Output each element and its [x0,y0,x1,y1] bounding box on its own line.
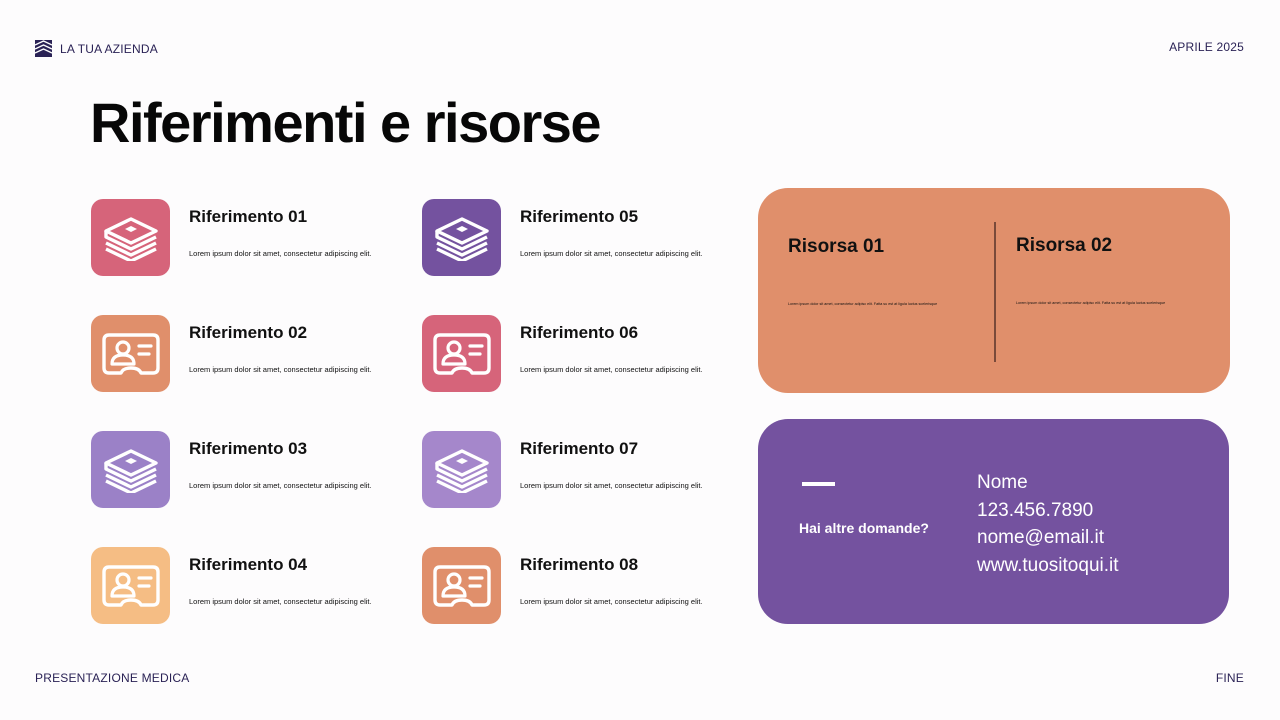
resource-item-01: Risorsa 01 Lorem ipsum dolor sit amet, c… [788,188,988,393]
reference-description: Lorem ipsum dolor sit amet, consectetur … [189,249,372,258]
company-logo-icon [35,40,52,57]
contact-details: Nome 123.456.7890 nome@email.it www.tuos… [977,469,1119,579]
id-card-icon [432,564,491,607]
reference-description: Lorem ipsum dolor sit amet, consectetur … [520,481,703,490]
header-date: APRILE 2025 [1169,40,1244,54]
reference-icon-box [91,199,170,276]
contact-name: Nome [977,472,1028,493]
id-card-icon [101,332,160,375]
reference-item-02: Riferimento 02 Lorem ipsum dolor sit ame… [91,315,421,395]
reference-icon-box [422,547,501,624]
contact-phone: 123.456.7890 [977,499,1094,521]
resources-divider [994,222,996,362]
footer-end-label: FINE [1215,671,1244,685]
page-title: Riferimenti e risorse [90,91,602,154]
id-card-icon [101,564,160,607]
reference-item-07: Riferimento 07 Lorem ipsum dolor sit ame… [422,431,752,511]
stack-of-books-icon [434,216,489,261]
resource-description: Lorem ipsum dolor sit amet, consectetur … [1016,301,1166,305]
reference-description: Lorem ipsum dolor sit amet, consectetur … [520,249,703,258]
reference-description: Lorem ipsum dolor sit amet, consectetur … [189,597,372,606]
reference-icon-box [422,315,501,392]
reference-description: Lorem ipsum dolor sit amet, consectetur … [189,481,372,490]
contact-card: Hai altre domande? Nome 123.456.7890 nom… [758,419,1229,624]
reference-item-08: Riferimento 08 Lorem ipsum dolor sit ame… [422,547,752,627]
resource-title: Risorsa 01 [788,236,885,257]
reference-description: Lorem ipsum dolor sit amet, consectetur … [520,597,703,606]
reference-title: Riferimento 03 [189,439,308,458]
reference-item-05: Riferimento 05 Lorem ipsum dolor sit ame… [422,199,752,279]
reference-title: Riferimento 04 [189,555,308,574]
reference-item-06: Riferimento 06 Lorem ipsum dolor sit ame… [422,315,752,395]
reference-title: Riferimento 05 [520,207,639,226]
reference-title: Riferimento 07 [520,439,639,458]
reference-description: Lorem ipsum dolor sit amet, consectetur … [520,365,703,374]
id-card-icon [432,332,491,375]
contact-question: Hai altre domande? [799,520,929,536]
contact-email: nome@email.it [977,527,1104,548]
stack-of-books-icon [434,448,489,493]
dash-icon [802,482,835,486]
reference-icon-box [91,315,170,392]
reference-title: Riferimento 02 [189,323,308,342]
resource-title: Risorsa 02 [1016,235,1113,256]
stack-of-books-icon [103,216,158,261]
resources-card: Risorsa 01 Lorem ipsum dolor sit amet, c… [758,188,1230,393]
reference-item-04: Riferimento 04 Lorem ipsum dolor sit ame… [91,547,421,627]
contact-website: www.tuositoqui.it [977,554,1119,576]
reference-icon-box [422,199,501,276]
references-grid: Riferimento 01 Lorem ipsum dolor sit ame… [91,199,751,629]
resource-description: Lorem ipsum dolor sit amet, consectetur … [788,302,938,306]
reference-description: Lorem ipsum dolor sit amet, consectetur … [189,365,372,374]
reference-icon-box [91,431,170,508]
reference-title: Riferimento 08 [520,555,639,574]
reference-title: Riferimento 01 [189,207,308,226]
resource-item-02: Risorsa 02 Lorem ipsum dolor sit amet, c… [1016,188,1216,393]
footer-presentation-label: PRESENTAZIONE MEDICA [35,671,190,685]
reference-title: Riferimento 06 [520,323,639,342]
company-name: LA TUA AZIENDA [60,41,158,56]
reference-icon-box [422,431,501,508]
reference-icon-box [91,547,170,624]
stack-of-books-icon [103,448,158,493]
company-header: LA TUA AZIENDA [35,40,158,57]
reference-item-01: Riferimento 01 Lorem ipsum dolor sit ame… [91,199,421,279]
reference-item-03: Riferimento 03 Lorem ipsum dolor sit ame… [91,431,421,511]
